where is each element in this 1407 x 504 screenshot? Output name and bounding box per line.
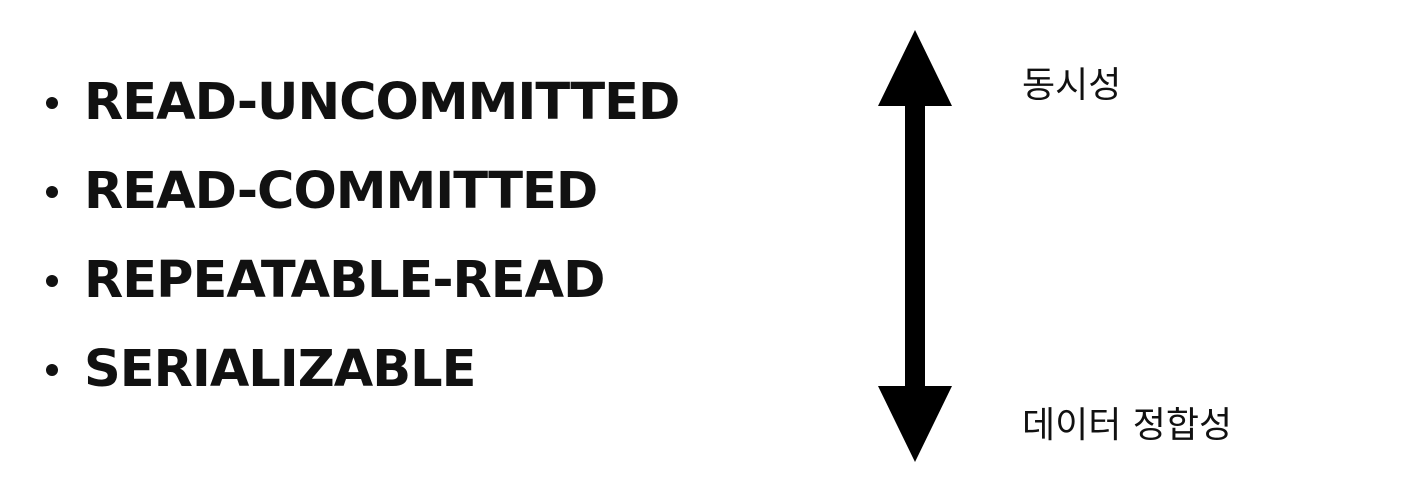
list-item-read-committed: READ-COMMITTED [38, 147, 679, 236]
isolation-level-label: REPEATABLE-READ [84, 251, 605, 310]
isolation-level-list: READ-UNCOMMITTED READ-COMMITTED REPEATAB… [38, 58, 680, 414]
list-item-repeatable-read: REPEATABLE-READ [38, 236, 679, 325]
list-item-serializable: SERIALIZABLE [38, 325, 679, 414]
bullet-icon [46, 185, 58, 198]
list-item-read-uncommitted: READ-UNCOMMITTED [38, 58, 680, 147]
bullet-icon [46, 96, 58, 109]
bullet-icon [46, 274, 58, 287]
isolation-level-label: READ-UNCOMMITTED [84, 73, 680, 132]
arrow-shaft [905, 100, 925, 392]
concurrency-label: 동시성 [1022, 65, 1122, 106]
isolation-level-label: READ-COMMITTED [84, 162, 598, 221]
isolation-level-label: SERIALIZABLE [84, 340, 476, 399]
double-headed-vertical-arrow-icon [878, 30, 952, 462]
bullet-icon [46, 363, 58, 376]
arrow-head-up [878, 30, 952, 106]
data-consistency-label: 데이터 정합성 [1022, 405, 1233, 446]
arrow-head-down [878, 386, 952, 462]
